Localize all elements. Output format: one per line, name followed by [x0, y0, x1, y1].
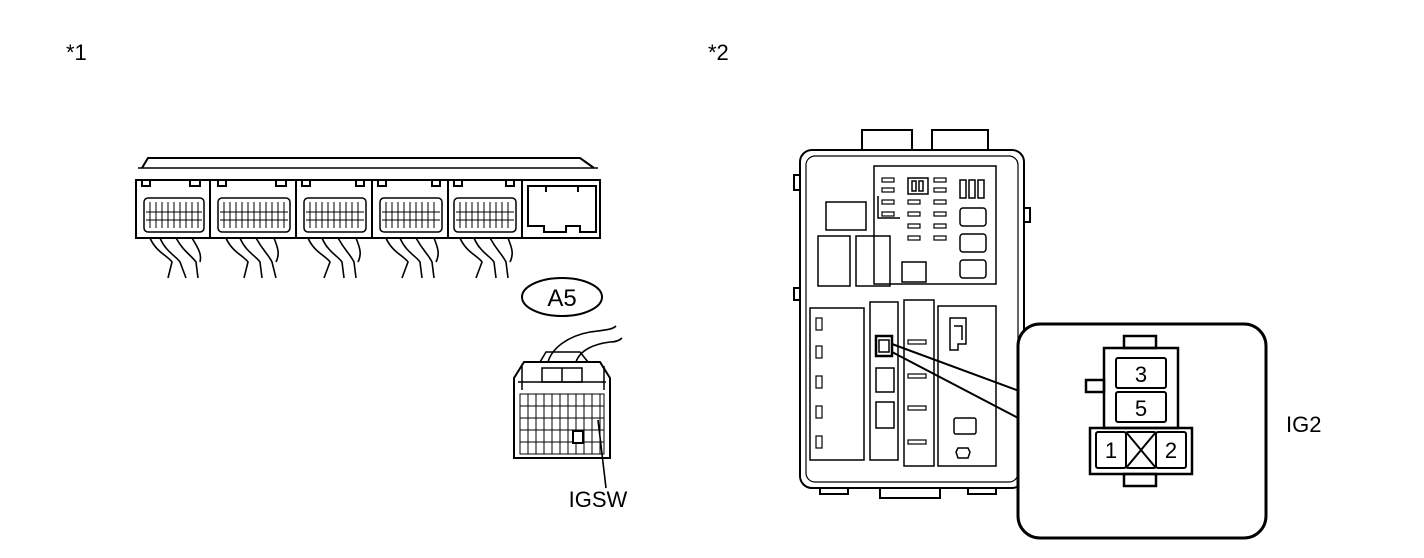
panel-label-2: *2: [708, 40, 729, 65]
igsw-terminal-label: IGSW: [569, 487, 628, 512]
fuse-area-lower: [809, 299, 997, 467]
ig2-callout-box: 3 5 1 2: [1016, 322, 1268, 540]
connector-code-label: A5: [547, 285, 576, 312]
connector-code-callout: A5: [521, 277, 603, 317]
terminal-1-label: 1: [1105, 438, 1117, 463]
a5-connector-closeup: [513, 325, 623, 489]
ecu-wire-bundles: [149, 237, 513, 279]
fuse-area-upper: [817, 165, 997, 287]
ecu-connector-bank: [135, 157, 601, 239]
terminal-2-label: 2: [1165, 438, 1177, 463]
terminal-5-label: 5: [1135, 396, 1147, 421]
terminal-3-label: 3: [1135, 362, 1147, 387]
ecu-pin-grid: [146, 202, 514, 228]
ecu-connector-faces: [143, 197, 517, 233]
panel-label-1: *1: [66, 40, 87, 65]
junction-block: [793, 129, 1031, 499]
ig2-connector-label: IG2: [1286, 412, 1321, 437]
callout-leader: [891, 343, 1023, 421]
